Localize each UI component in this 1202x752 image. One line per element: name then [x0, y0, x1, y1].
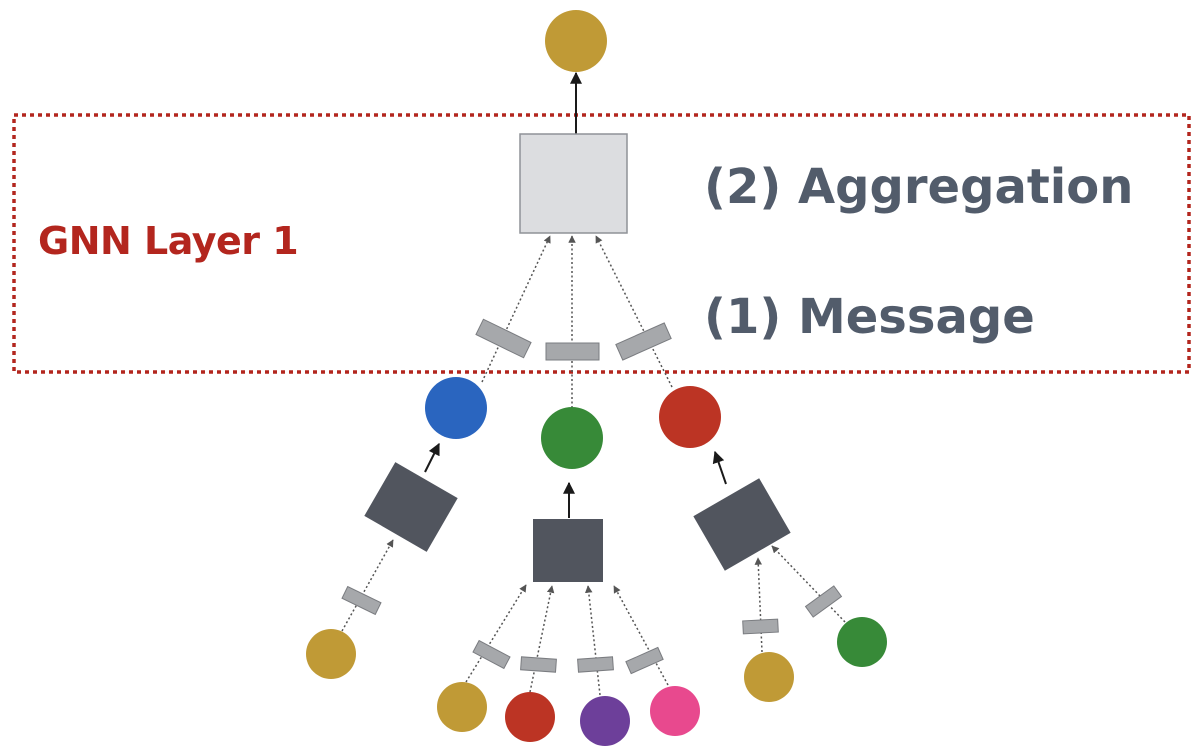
edge-left-agg-to-blue — [424, 442, 440, 473]
leaf-node-purple-mid — [580, 696, 630, 746]
gnn-layer-1-box — [12, 113, 1191, 374]
message-box-blue — [475, 318, 532, 359]
edge-gold-to-right-agg — [754, 557, 763, 653]
message-box-mid-purple — [577, 656, 614, 673]
message-box-mid-pink — [625, 646, 664, 675]
message-box-mid-red — [520, 656, 557, 673]
message-box-red — [615, 322, 672, 361]
neighbor-node-red — [659, 386, 721, 448]
message-label: (1) Message — [704, 289, 1035, 345]
right-aggregation-box — [693, 478, 791, 571]
edge-gold-to-left-agg — [341, 539, 394, 632]
edge-blue-to-aggregation — [481, 235, 551, 383]
edge-red-to-mid-agg — [529, 585, 555, 693]
edge-red-to-aggregation — [595, 235, 673, 388]
message-box-mid-gold — [472, 639, 511, 670]
message-box-green — [545, 342, 600, 361]
leaf-node-green-right — [837, 617, 887, 667]
aggregation-label: (2) Aggregation — [704, 159, 1134, 215]
left-aggregation-box — [364, 462, 458, 552]
edge-gold-to-mid-agg — [465, 584, 527, 683]
message-box-right-gold — [742, 618, 779, 635]
gnn-layer-label: GNN Layer 1 — [38, 219, 299, 263]
leaf-node-red-mid — [505, 692, 555, 742]
neighbor-node-green — [541, 407, 603, 469]
leaf-node-pink-mid — [650, 686, 700, 736]
neighbor-node-blue — [425, 377, 487, 439]
edge-pink-to-mid-agg — [613, 585, 669, 686]
edge-purple-to-mid-agg — [585, 585, 601, 696]
middle-aggregation-box — [533, 519, 603, 582]
target-node — [545, 10, 607, 72]
leaf-node-gold-right — [744, 652, 794, 702]
layer1-aggregation-box — [519, 133, 628, 234]
edge-right-agg-to-red — [712, 450, 727, 485]
leaf-node-gold-mid — [437, 682, 487, 732]
message-box-left-gold — [341, 585, 382, 616]
leaf-node-gold-left — [306, 629, 356, 679]
message-box-right-green — [804, 585, 843, 618]
